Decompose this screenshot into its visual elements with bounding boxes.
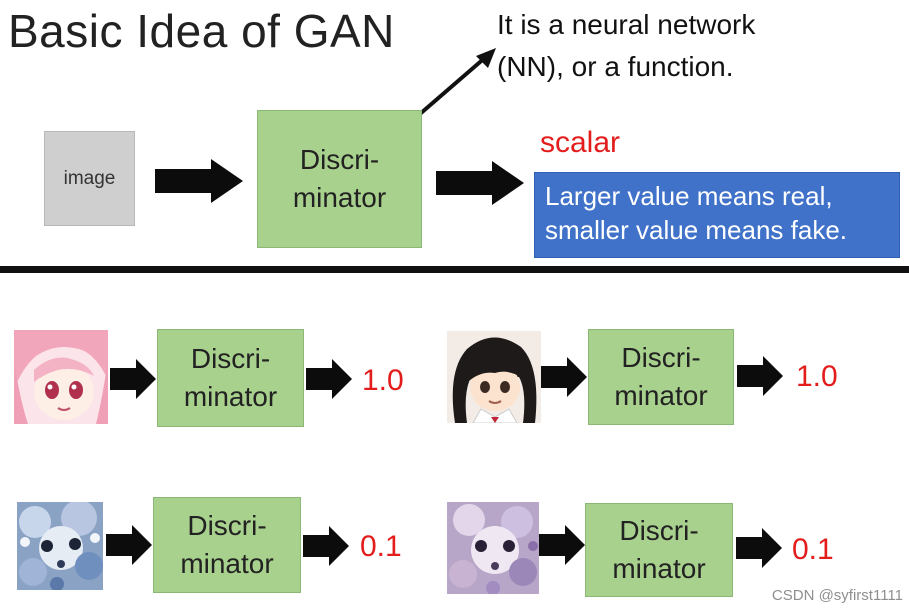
noisy-generated-image (447, 502, 539, 594)
slide-title: Basic Idea of GAN (8, 5, 395, 57)
discriminator-label-line-2: minator (183, 381, 278, 412)
input-image-box: image (44, 131, 135, 226)
annotation-line-2: (NN), or a function. (497, 51, 734, 82)
anime-face-dark-hair-image (447, 331, 541, 423)
arrow-right-icon (736, 528, 782, 568)
discriminator-score: 1.0 (362, 364, 404, 397)
annotation-note: It is a neural network (NN), or a functi… (497, 4, 755, 88)
arrow-right-icon (436, 161, 524, 205)
arrow-right-icon (539, 525, 585, 565)
noisy-generated-image (17, 502, 103, 590)
arrow-right-icon (106, 525, 152, 565)
discriminator-label-line-2: minator (612, 553, 706, 584)
discriminator-label-line-2: minator (292, 182, 387, 213)
watermark: CSDN @syfirst1111 (771, 587, 903, 604)
discriminator-label-line-1: Discri- (299, 144, 380, 175)
arrow-right-icon (303, 526, 349, 566)
arrow-right-icon (110, 359, 156, 399)
arrow-right-icon (737, 356, 783, 396)
discriminator-label-line-2: minator (614, 380, 708, 411)
arrow-right-icon (306, 359, 352, 399)
input-image-label: image (63, 167, 116, 189)
arrow-right-icon (155, 159, 243, 203)
discriminator-block: Discri- minator (157, 329, 304, 427)
output-scalar-label: scalar (540, 126, 621, 159)
discriminator-score: 0.1 (792, 533, 834, 566)
discriminator-block: Discri- minator (257, 110, 422, 248)
discriminator-score: 1.0 (796, 360, 838, 393)
explanation-line-2: smaller value means fake. (545, 215, 848, 245)
discriminator-score: 0.1 (360, 530, 402, 563)
explanation-box: Larger value means real, smaller value m… (534, 172, 900, 258)
discriminator-label-line-1: Discri- (187, 510, 267, 541)
discriminator-label-line-1: Discri- (619, 515, 699, 546)
section-divider (0, 266, 909, 273)
annotation-line-1: It is a neural network (497, 9, 756, 40)
discriminator-label-line-1: Discri- (621, 342, 701, 373)
arrow-right-icon (541, 357, 587, 397)
anime-face-pink-hair-image (14, 330, 108, 424)
discriminator-label-line-1: Discri- (190, 343, 271, 374)
discriminator-block: Discri- minator (588, 329, 734, 425)
explanation-line-1: Larger value means real, (545, 181, 833, 211)
discriminator-block: Discri- minator (153, 497, 301, 593)
discriminator-label-line-2: minator (180, 548, 274, 579)
discriminator-block: Discri- minator (585, 503, 733, 597)
